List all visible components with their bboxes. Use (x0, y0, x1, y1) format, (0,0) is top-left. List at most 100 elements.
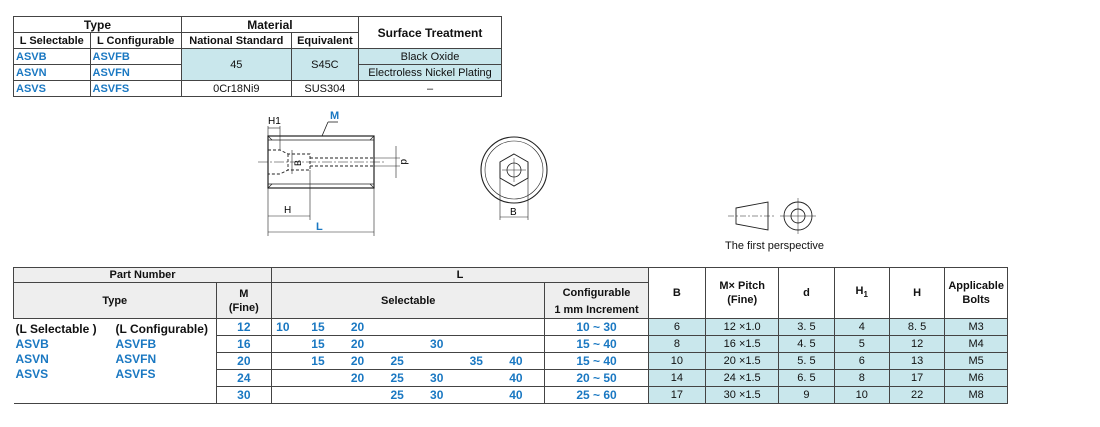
pitch-header-sub: (Fine) (727, 294, 758, 306)
bolt-value: M5 (944, 352, 1008, 370)
end-view-drawing: B (480, 136, 548, 220)
m-header-sub: (Fine) (228, 301, 259, 314)
table-row: 16 15 20 30 15 ~ 40 8 16 ×1.5 4. 5 5 12 … (14, 335, 1008, 353)
configurable-range: 15 ~ 40 (544, 335, 649, 353)
d-value: 5. 5 (778, 352, 835, 370)
pitch-value: 24 ×1.5 (705, 369, 780, 387)
side-view-drawing: H1 M B d H L (258, 110, 409, 236)
b-value: 8 (647, 335, 707, 353)
type-code: ASVS (15, 367, 49, 381)
h1-header: H1 (833, 267, 890, 319)
material-header: Material (180, 16, 360, 33)
selectable-length: 25 (386, 386, 427, 404)
d-header: d (778, 267, 835, 319)
type-code: ASVN (15, 352, 49, 366)
type-header: Type (13, 282, 217, 319)
h1-header-sub: 1 (863, 290, 868, 300)
national-standard-value: 0Cr18Ni9 (180, 80, 292, 97)
material-row: ASVS ASVFS 0Cr18Ni9 SUS304 – (13, 80, 502, 97)
type-label-selectable: (L Selectable ) (15, 322, 97, 336)
selectable-length (465, 369, 506, 387)
selectable-length (465, 318, 506, 336)
label-b-end: B (510, 207, 517, 218)
bolt-value: M3 (944, 318, 1008, 336)
bolts-header: Applicable Bolts (944, 267, 1008, 319)
b-value: 17 (647, 386, 707, 404)
selectable-length: 10 (271, 318, 308, 336)
part-number-header: Part Number (12, 267, 273, 283)
h1-header-label: H (855, 284, 864, 297)
b-value: 6 (647, 318, 707, 336)
national-standard-value: 45 (180, 48, 292, 81)
configurable-range: 25 ~ 60 (544, 386, 649, 404)
type-code: ASVB (13, 48, 91, 65)
selectable-length (271, 335, 308, 353)
selectable-length (271, 369, 308, 387)
m-value: 30 (215, 386, 273, 404)
m-value: 24 (215, 369, 273, 387)
d-value: 9 (778, 386, 835, 404)
h-value: 22 (888, 386, 946, 404)
selectable-length: 30 (426, 369, 466, 387)
selectable-length (426, 352, 466, 370)
type-label-configurable: (L Configurable) (115, 322, 208, 336)
pitch-value: 20 ×1.5 (705, 352, 780, 370)
l-configurable-header: L Configurable (89, 32, 182, 49)
selectable-length (465, 335, 506, 353)
type-list: (L Selectable ) (L Configurable) ASVB AS… (13, 318, 216, 404)
h-value: 17 (888, 369, 946, 387)
bolts-header-sub: Bolts (962, 294, 990, 306)
m-header-label: M (239, 287, 249, 300)
pitch-value: 12 ×1.0 (705, 318, 780, 336)
surface-value: Electroless Nickel Plating (358, 64, 502, 81)
b-header: B (647, 267, 707, 319)
type-code: ASVN (13, 64, 91, 81)
equivalent-value: SUS304 (290, 80, 360, 97)
national-standard-header: National Standard (180, 32, 292, 49)
perspective-label: The first perspective (725, 240, 825, 252)
configurable-range: 10 ~ 30 (544, 318, 649, 336)
h-value: 8. 5 (888, 318, 946, 336)
m-value: 20 (215, 352, 273, 370)
h1-value: 8 (833, 369, 890, 387)
surface-value: Black Oxide (358, 48, 502, 65)
selectable-length: 15 (307, 318, 347, 336)
type-code: ASVFB (89, 48, 182, 65)
label-m: M (330, 110, 339, 122)
table-row: 20 15 20 25 35 40 15 ~ 40 10 20 ×1.5 5. … (14, 352, 1008, 370)
h1-value: 10 (833, 386, 890, 404)
part-number-table: Part Number L B M× Pitch (Fine) d H1 H A… (12, 267, 1008, 404)
table-row: (L Selectable ) (L Configurable) ASVB AS… (13, 318, 1008, 404)
surface-header: Surface Treatment (358, 16, 502, 49)
m-value: 16 (215, 335, 273, 353)
selectable-length (271, 386, 308, 404)
label-h1: H1 (268, 116, 281, 127)
h1-value: 4 (833, 318, 890, 336)
configurable-header: Configurable (544, 282, 649, 302)
label-b: B (293, 160, 303, 166)
pitch-header: M× Pitch (Fine) (705, 267, 780, 319)
d-value: 3. 5 (778, 318, 835, 336)
selectable-length: 40 (505, 386, 545, 404)
h-value: 13 (888, 352, 946, 370)
selectable-length: 40 (505, 369, 545, 387)
l-selectable-header: L Selectable (13, 32, 91, 49)
label-d: d (398, 159, 409, 165)
selectable-length (426, 318, 466, 336)
selectable-length: 30 (426, 335, 466, 353)
bolt-value: M8 (944, 386, 1008, 404)
selectable-length (307, 386, 347, 404)
type-code: ASVFS (115, 367, 156, 381)
h-header: H (888, 267, 946, 319)
h1-value: 6 (833, 352, 890, 370)
m-value: 12 (215, 318, 273, 336)
bolts-header-label: Applicable (948, 280, 1004, 292)
table-row: 30 25 30 40 25 ~ 60 17 30 ×1.5 9 10 22 M… (14, 386, 1008, 404)
first-perspective-icon (728, 198, 816, 234)
selectable-length (465, 386, 506, 404)
bolt-value: M4 (944, 335, 1008, 353)
table-row: 24 20 25 30 40 20 ~ 50 14 24 ×1.5 6. 5 8… (14, 369, 1008, 387)
d-value: 4. 5 (778, 335, 835, 353)
selectable-length: 15 (307, 352, 347, 370)
type-code: ASVFS (89, 80, 182, 97)
